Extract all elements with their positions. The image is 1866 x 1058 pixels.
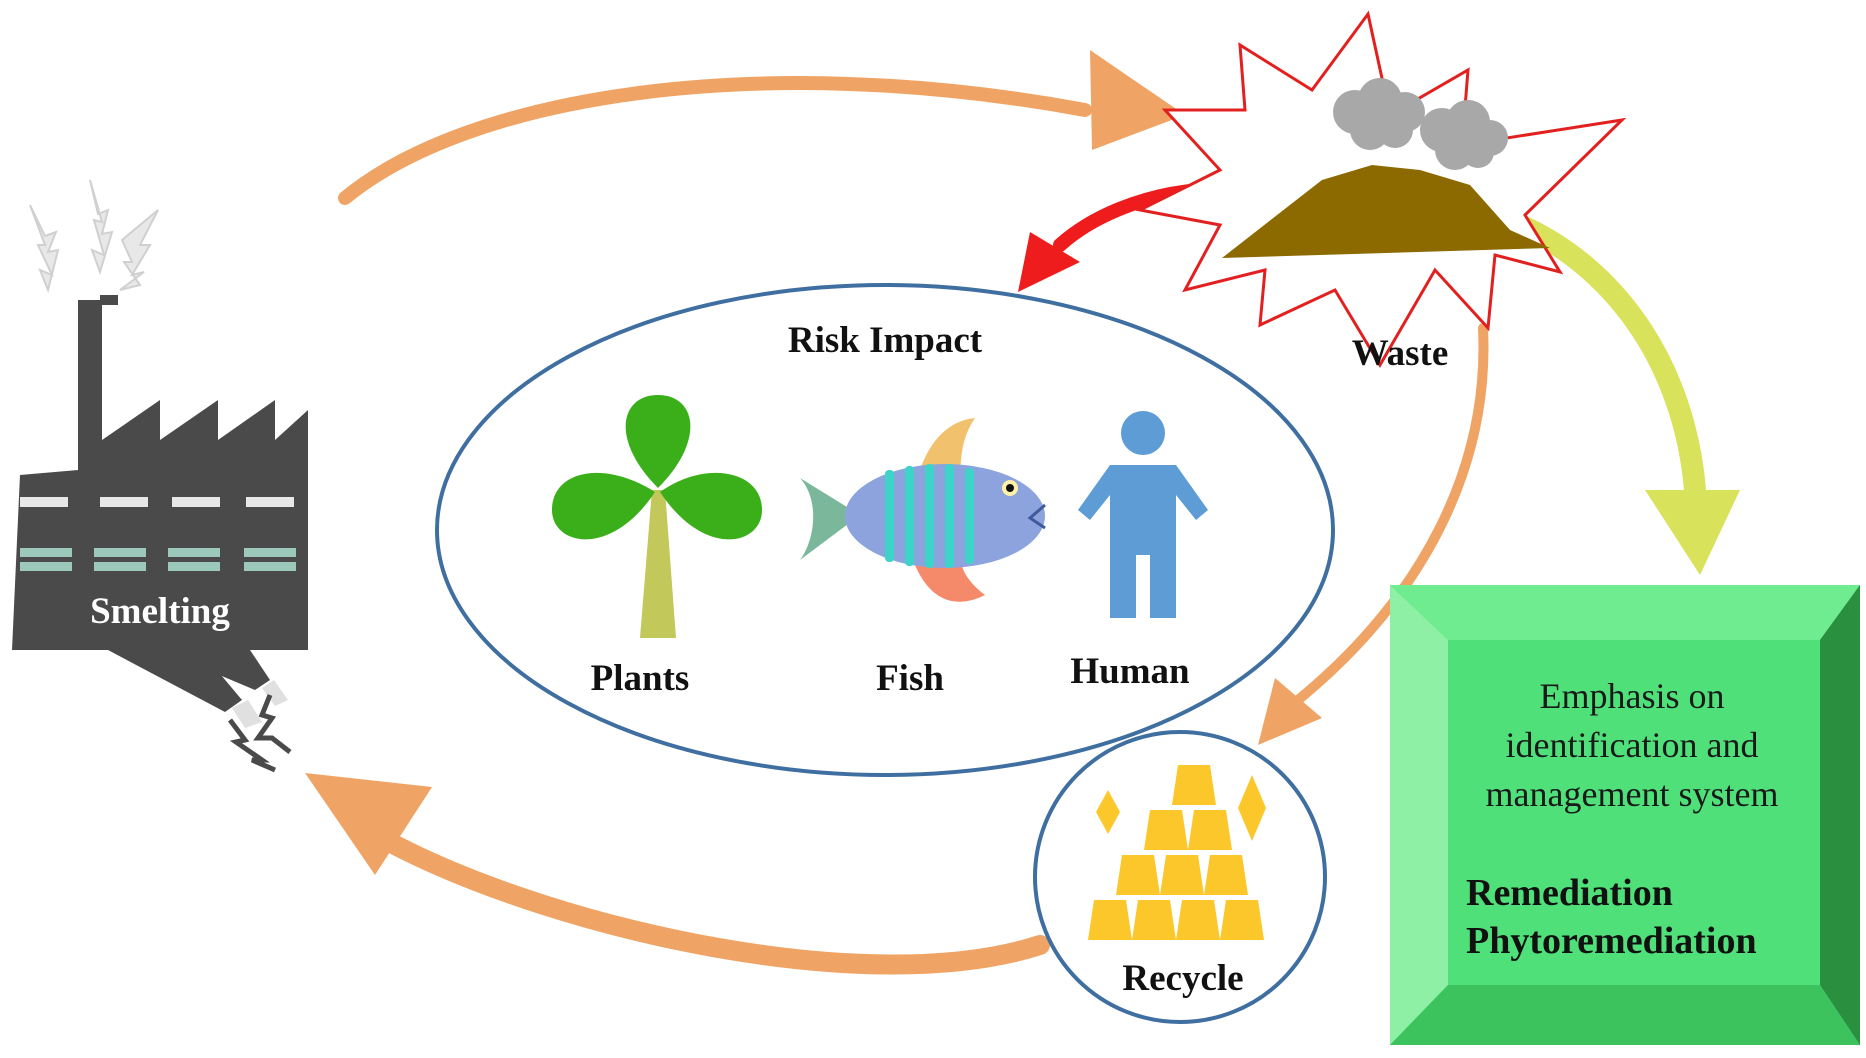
risk-impact-group: Risk Impact Plants Fish (435, 283, 1335, 777)
waste-burst-icon: Waste (1135, 10, 1627, 374)
arrow-waste-to-recycle (1258, 323, 1489, 745)
waste-pile-icon (1222, 165, 1550, 258)
smoke-icon (29, 179, 159, 294)
fish-icon (800, 418, 1046, 602)
recycle-group: Recycle (1033, 730, 1327, 1024)
arrow-smelting-to-waste (338, 50, 1185, 205)
plant-icon (551, 395, 763, 638)
human-label: Human (1070, 651, 1190, 692)
human-icon (1078, 411, 1208, 618)
plants-label: Plants (591, 658, 690, 699)
smelting-label: Smelting (90, 591, 230, 632)
arrow-recycle-to-smelting (305, 773, 1050, 975)
fish-label: Fish (876, 658, 944, 699)
management-line-3: management system (1486, 774, 1779, 814)
recycle-label: Recycle (1122, 958, 1243, 999)
factory-icon: Smelting (12, 179, 308, 773)
management-line-2: identification and (1506, 725, 1759, 765)
discharge-pipes (108, 650, 292, 773)
remediation-label: Remediation (1466, 872, 1673, 914)
waste-label: Waste (1352, 333, 1449, 374)
management-box: Emphasis on identification and managemen… (1390, 585, 1860, 1045)
risk-impact-title: Risk Impact (788, 320, 983, 361)
phytoremediation-label: Phytoremediation (1466, 920, 1757, 962)
management-line-1: Emphasis on (1540, 676, 1725, 716)
gold-bars-icon (1088, 765, 1266, 940)
cloud-icon (1333, 78, 1508, 170)
arrow-waste-to-management (1509, 214, 1740, 575)
